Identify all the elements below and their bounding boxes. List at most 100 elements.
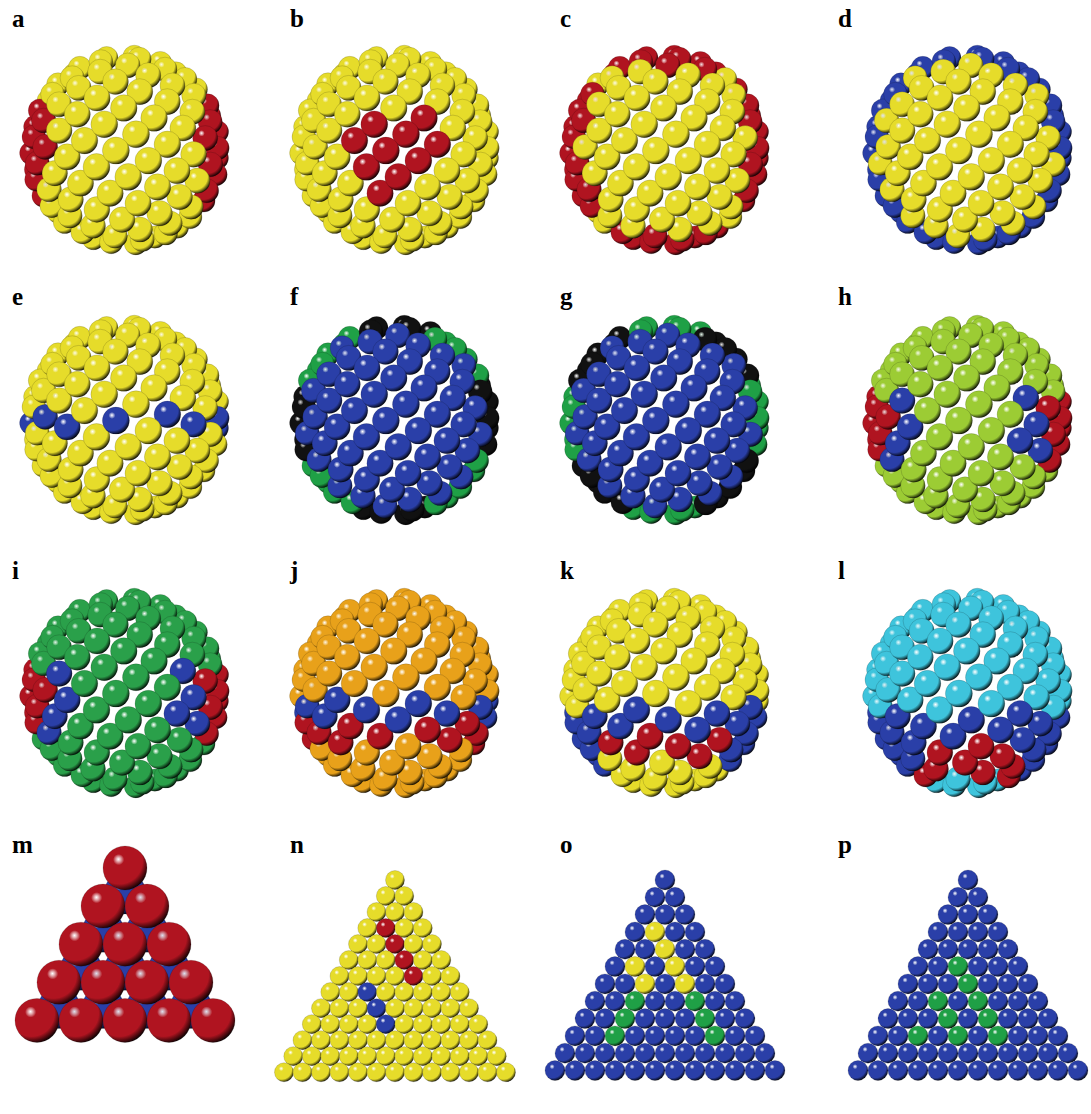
atom-sphere (1018, 1009, 1038, 1029)
atom-sphere (349, 1063, 368, 1082)
atom-sphere (645, 922, 665, 942)
atom-sphere (631, 381, 658, 408)
atom-sphere (478, 1063, 497, 1082)
atom-sphere (988, 991, 1008, 1011)
atom-sphere (1008, 1061, 1028, 1081)
atom-sphere (725, 1061, 745, 1081)
nanocluster (290, 45, 500, 255)
atom-sphere (918, 974, 938, 994)
atom-sphere (624, 85, 650, 111)
atom-sphere (585, 1026, 605, 1046)
atom-sphere (615, 974, 635, 994)
atom-sphere (625, 991, 645, 1011)
panel-letter: g (560, 284, 573, 309)
atom-sphere (745, 1026, 765, 1046)
atom-sphere (765, 1061, 785, 1081)
atom-sphere (635, 974, 655, 994)
atom-sphere (147, 998, 191, 1042)
atom-sphere (695, 1043, 715, 1063)
atom-sphere (144, 174, 170, 200)
panel-letter: p (838, 832, 852, 857)
atom-sphere (684, 444, 710, 470)
atom-sphere (978, 147, 1005, 174)
atom-sphere (934, 381, 961, 408)
atom-sphere (1018, 1043, 1038, 1063)
atom-sphere (928, 922, 948, 942)
atom-sphere (1008, 991, 1028, 1011)
atom-sphere (665, 957, 685, 977)
atom-sphere (405, 690, 432, 717)
atom-sphere (354, 355, 380, 381)
panel-letter: d (838, 6, 852, 31)
atom-sphere (102, 407, 129, 434)
atom-sphere (988, 1026, 1008, 1046)
atom-sphere (908, 957, 928, 977)
atom-sphere (372, 137, 399, 164)
atom-sphere (665, 1026, 685, 1046)
atom-sphere (898, 974, 918, 994)
atom-sphere (958, 905, 978, 925)
atom-sphere (695, 939, 715, 959)
atom-sphere (414, 174, 440, 200)
atom-sphere (125, 884, 169, 928)
atom-sphere (655, 939, 675, 959)
atom-sphere (605, 1026, 625, 1046)
atom-sphere (147, 922, 191, 966)
panel-letter: l (838, 558, 845, 583)
atom-sphere (103, 846, 147, 890)
atom-sphere (191, 998, 235, 1042)
atom-sphere (312, 1063, 331, 1082)
atom-sphere (945, 680, 972, 707)
atom-sphere (705, 957, 725, 977)
panel-letter: n (290, 832, 304, 857)
nanocluster (20, 588, 230, 798)
panel-letter: f (290, 284, 298, 309)
atom-sphere (91, 381, 118, 408)
atom-sphere (59, 998, 103, 1042)
atom-sphere (1038, 1009, 1058, 1029)
atom-sphere (1058, 1043, 1078, 1063)
atom-sphere (605, 991, 625, 1011)
atom-sphere (735, 1009, 755, 1029)
atom-sphere (938, 1043, 958, 1063)
atom-sphere (948, 887, 968, 907)
nanocluster (560, 315, 770, 525)
atom-sphere (938, 974, 958, 994)
atom-sphere (948, 922, 968, 942)
atom-sphere (978, 1009, 998, 1029)
atom-sphere (575, 1043, 595, 1063)
atom-sphere (631, 654, 658, 681)
atom-sphere (441, 1063, 460, 1082)
atom-sphere (705, 1061, 725, 1081)
atom-sphere (354, 628, 380, 654)
atom-sphere (372, 407, 399, 434)
atom-sphere (1038, 1043, 1058, 1063)
atom-sphere (624, 355, 650, 381)
panel-letter: i (12, 558, 19, 583)
atom-sphere (642, 407, 669, 434)
atom-sphere (927, 85, 953, 111)
atom-sphere (414, 717, 440, 743)
atom-sphere (645, 1026, 665, 1046)
atom-sphere (675, 1043, 695, 1063)
atom-sphere (405, 417, 432, 444)
panel-letter: h (838, 284, 852, 309)
atom-sphere (725, 1026, 745, 1046)
triangular-facet (275, 871, 516, 1082)
panel-letter: c (560, 6, 571, 31)
atom-sphere (948, 991, 968, 1011)
atom-sphere (625, 1026, 645, 1046)
atom-sphere (354, 85, 380, 111)
atom-sphere (367, 1063, 386, 1082)
atom-sphere (988, 922, 1008, 942)
panel-letter: k (560, 558, 574, 583)
atom-sphere (898, 1043, 918, 1063)
atom-sphere (645, 887, 665, 907)
atom-sphere (927, 628, 953, 654)
atom-sphere (615, 1043, 635, 1063)
atom-sphere (968, 1061, 988, 1081)
atom-sphere (414, 444, 440, 470)
atom-sphere (1008, 1026, 1028, 1046)
atom-sphere (705, 991, 725, 1011)
